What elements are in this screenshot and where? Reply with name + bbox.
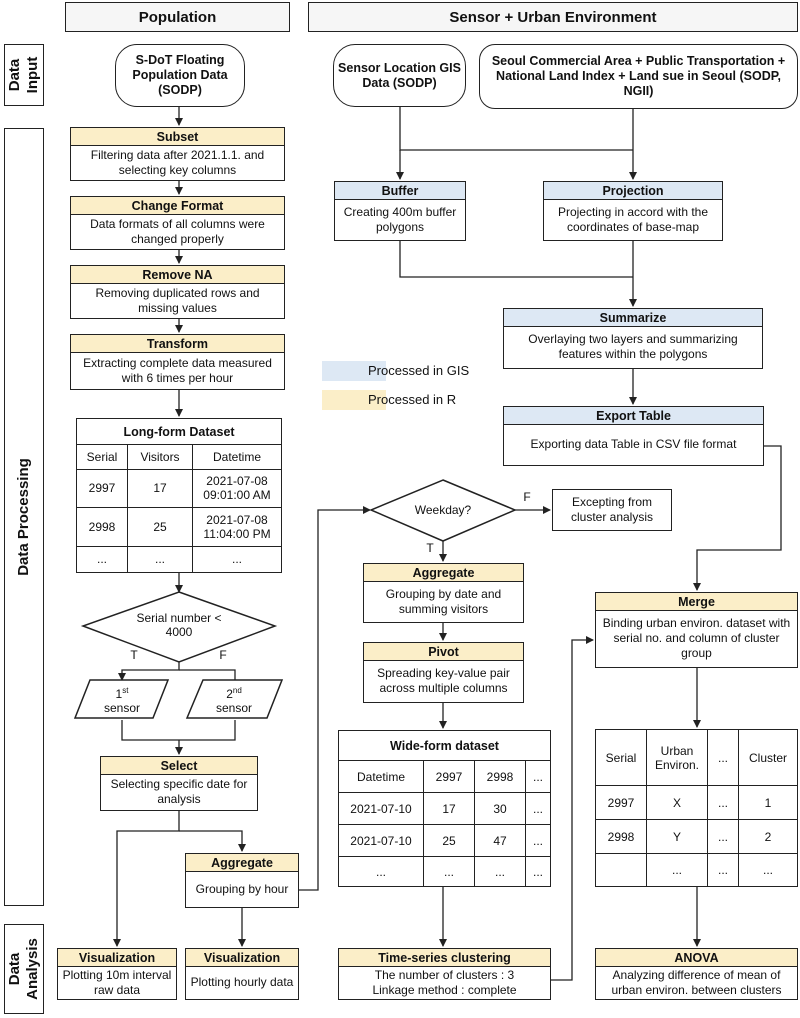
buffer-box: Buffer Creating 400m buffer polygons xyxy=(334,181,466,241)
visualization-raw-box: Visualization Plotting 10m interval raw … xyxy=(57,948,177,1000)
weekday-decision-true: T xyxy=(426,541,434,555)
table-row: 2998 Y ... 2 xyxy=(595,819,798,854)
table-row: ... ... ... xyxy=(595,853,798,887)
serial-decision-true: T xyxy=(130,648,138,662)
sensor2-parallelogram xyxy=(185,679,284,719)
weekday-decision-diamond xyxy=(369,479,517,542)
legend-gis-label: Processed in GIS xyxy=(368,363,470,378)
change-format-box: Change Format Data formats of all column… xyxy=(70,196,285,250)
sdot-source: S-DoT Floating Population Data (SODP) xyxy=(115,44,245,107)
summarize-box: Summarize Overlaying two layers and summ… xyxy=(503,308,763,369)
sensor-location-source: Sensor Location GIS Data (SODP) xyxy=(333,44,466,107)
clustering-box: Time-series clustering The number of clu… xyxy=(338,948,551,1000)
table-row: ... ... ... ... xyxy=(338,856,551,887)
long-header-visitors: Visitors xyxy=(127,444,193,470)
legend-r-swatch xyxy=(322,390,386,410)
visualization-hourly-box: Visualization Plotting hourly data xyxy=(185,948,299,1000)
population-header: Population xyxy=(65,2,290,32)
subset-box: Subset Filtering data after 2021.1.1. an… xyxy=(70,127,285,181)
side-data-processing: Data Processing xyxy=(4,128,44,906)
legend-gis-swatch xyxy=(322,361,386,381)
select-box: Select Selecting specific date for analy… xyxy=(100,756,258,811)
long-form-table: Long-form Dataset Serial Visitors Dateti… xyxy=(76,417,282,574)
serial-decision-diamond xyxy=(80,591,278,663)
weekday-decision-text: Weekday? xyxy=(414,503,472,517)
long-header-datetime: Datetime xyxy=(192,444,282,470)
excepting-box: Excepting from cluster analysis xyxy=(552,489,672,531)
sensor1-parallelogram xyxy=(73,679,170,719)
serial-decision-text: Serial number < 4000 xyxy=(136,611,222,639)
table-row: ... ... ... xyxy=(76,545,282,574)
sensor1-label: 1st sensor xyxy=(103,686,141,715)
seoul-source: Seoul Commercial Area + Public Transport… xyxy=(479,44,798,109)
wide-form-table: Wide-form dataset Datetime 2997 2998 ...… xyxy=(338,730,551,887)
aggregate-date-box: Aggregate Grouping by date and summing v… xyxy=(363,563,524,623)
weekday-decision-false: F xyxy=(523,490,531,504)
merge-box: Merge Binding urban environ. dataset wit… xyxy=(595,592,798,668)
table-row: 2997 17 2021-07-08 09:01:00 AM xyxy=(76,468,282,509)
sensor-header: Sensor + Urban Environment xyxy=(308,2,798,32)
table-row: 2021-07-10 17 30 ... xyxy=(338,792,551,825)
remove-na-box: Remove NA Removing duplicated rows and m… xyxy=(70,265,285,319)
table-row: 2998 25 2021-07-08 11:04:00 PM xyxy=(76,507,282,547)
legend-r-label: Processed in R xyxy=(368,392,457,407)
export-table-box: Export Table Exporting data Table in CSV… xyxy=(503,406,764,466)
projection-box: Projection Projecting in accord with the… xyxy=(543,181,723,241)
long-form-title: Long-form Dataset xyxy=(76,417,282,446)
side-data-analysis: Data Analysis xyxy=(4,924,44,1014)
transform-box: Transform Extracting complete data measu… xyxy=(70,334,285,390)
anova-box: ANOVA Analyzing difference of mean of ur… xyxy=(595,948,798,1000)
side-data-input: Data Input xyxy=(4,44,44,106)
merge-table: Serial Urban Environ. ... Cluster 2997 X… xyxy=(595,729,798,887)
pivot-box: Pivot Spreading key-value pair across mu… xyxy=(363,642,524,703)
aggregate-hour-box: Aggregate Grouping by hour xyxy=(185,853,299,908)
sensor2-label: 2nd sensor xyxy=(215,686,253,715)
serial-decision-false: F xyxy=(219,648,227,662)
table-row: 2997 X ... 1 xyxy=(595,785,798,820)
long-header-serial: Serial xyxy=(76,444,128,470)
wide-form-title: Wide-form dataset xyxy=(338,730,551,761)
table-row: 2021-07-10 25 47 ... xyxy=(338,824,551,857)
